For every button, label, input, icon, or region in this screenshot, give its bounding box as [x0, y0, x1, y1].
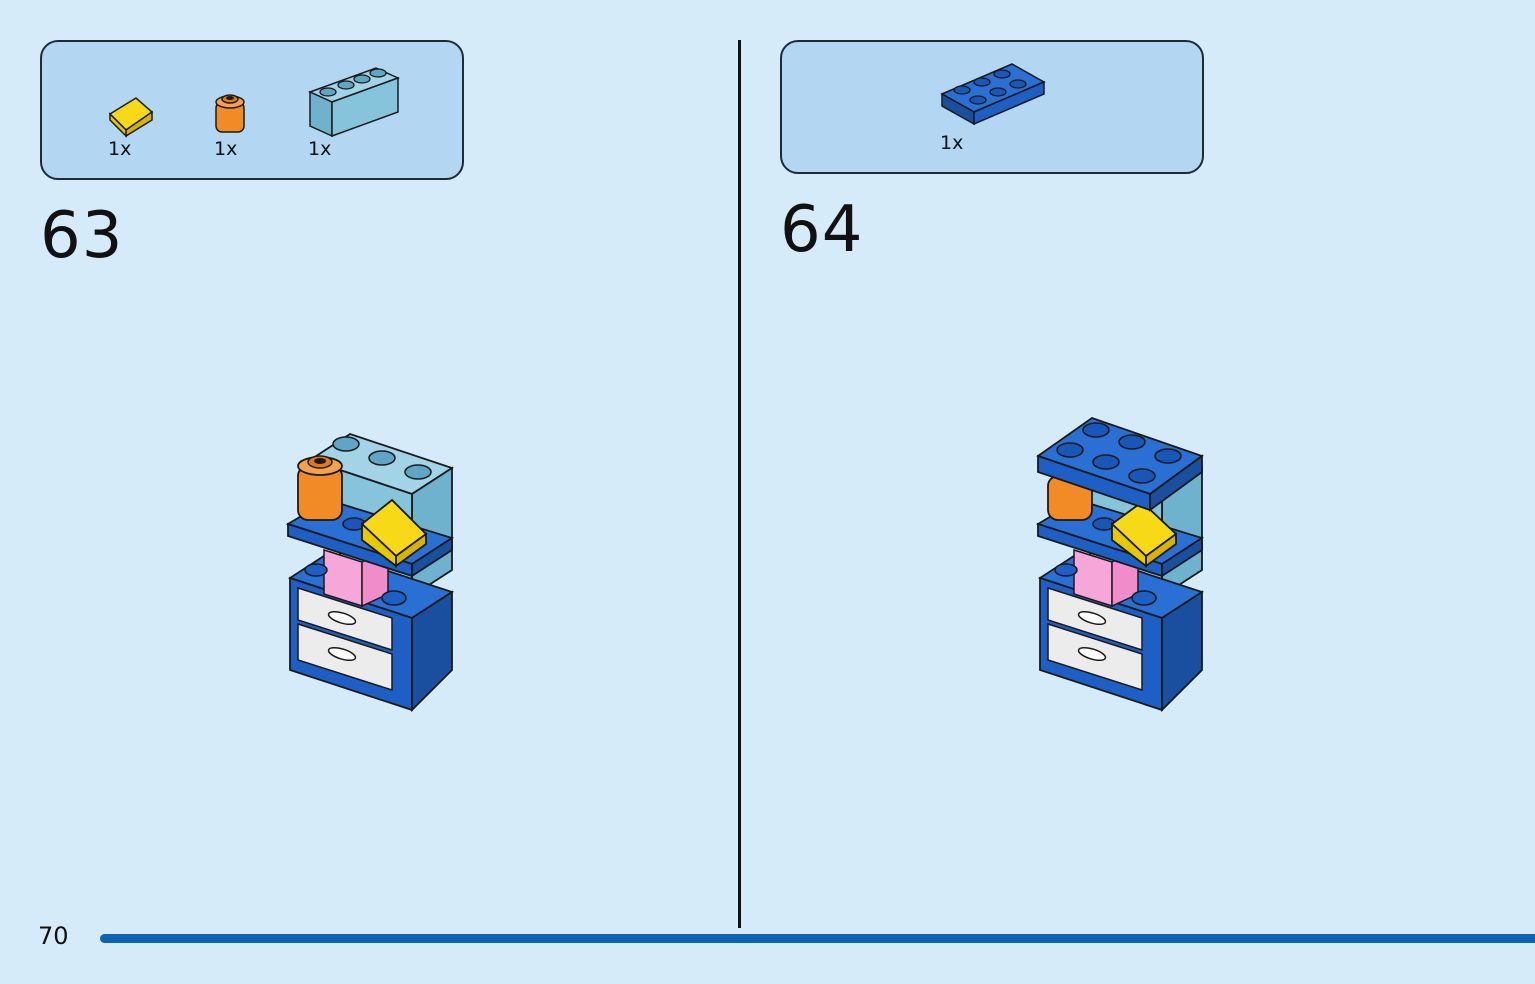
footer-accent-bar: [100, 934, 1535, 943]
part-quantity: 1x: [214, 138, 238, 160]
model-illustration-step-64: [1035, 416, 1205, 713]
page-number: 70: [38, 922, 69, 950]
step-number: 63: [40, 199, 124, 273]
yellow-slope-brick-icon: [108, 97, 154, 138]
step-number: 64: [780, 193, 864, 267]
part-quantity: 1x: [940, 132, 964, 154]
orange-round-brick-icon: [215, 94, 245, 133]
model-illustration-step-63: [285, 433, 455, 713]
part-quantity: 1x: [308, 138, 332, 160]
light-blue-brick-1x4-icon: [308, 67, 400, 138]
parts-callout-step-63: 1x 1x 1x: [40, 40, 464, 180]
part-quantity: 1x: [108, 138, 132, 160]
parts-callout-step-64: 1x: [780, 40, 1204, 174]
blue-plate-2x4-icon: [940, 63, 1046, 126]
page-divider: [738, 40, 741, 928]
